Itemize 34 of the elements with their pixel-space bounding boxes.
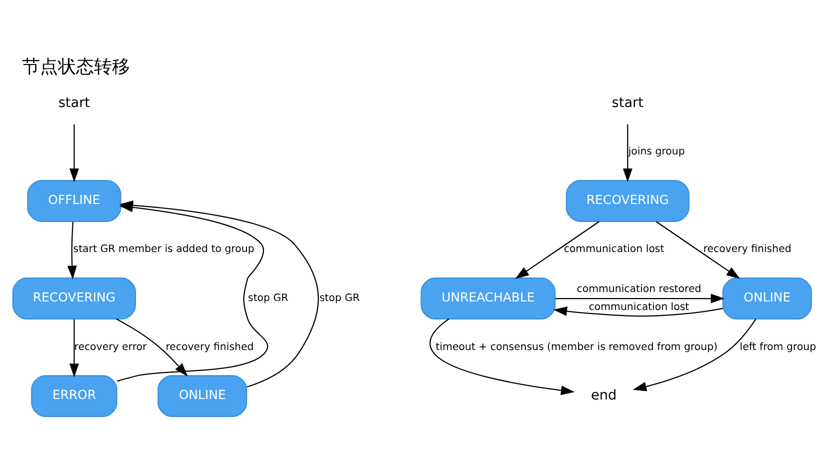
edge-label: timeout + consensus (member is removed from group): [436, 342, 718, 353]
edge-label: start GR member is added to group: [73, 244, 254, 256]
edge-label: recovery error: [74, 342, 147, 353]
arrow: [553, 306, 724, 317]
node-text: end: [591, 388, 617, 404]
edge-label: communication lost: [564, 244, 664, 256]
arrow: [116, 318, 188, 376]
edge-label: stop GR: [248, 293, 288, 304]
edge-label: recovery finished: [166, 342, 254, 353]
edge-label: communication restored: [576, 284, 702, 295]
edge-label: stop GR: [319, 293, 360, 304]
node-box: RECOVERING: [12, 278, 136, 320]
edge-label: joins group: [628, 146, 685, 158]
arrow: [632, 318, 756, 392]
node-box: OFFLINE: [27, 180, 122, 222]
arrow: [69, 319, 79, 378]
arrow: [515, 221, 600, 279]
edge-label: left from group: [740, 342, 816, 353]
arrow: [67, 222, 77, 280]
node-text: start: [612, 94, 644, 111]
arrow: [656, 221, 740, 279]
node-box: ONLINE: [722, 278, 812, 320]
node-box: ONLINE: [158, 375, 248, 418]
arrow: [555, 294, 724, 304]
arrow: [430, 318, 575, 396]
arrow: [69, 124, 79, 182]
diagram-title: 节点状态转移: [22, 56, 130, 78]
node-text: start: [58, 94, 90, 111]
edge-label: recovery finished: [703, 244, 792, 256]
arrow: [622, 124, 632, 182]
edge-label: communication lost: [588, 302, 690, 314]
node-box: ERROR: [31, 375, 118, 418]
node-box: RECOVERING: [566, 180, 690, 222]
node-box: UNREACHABLE: [420, 278, 556, 320]
